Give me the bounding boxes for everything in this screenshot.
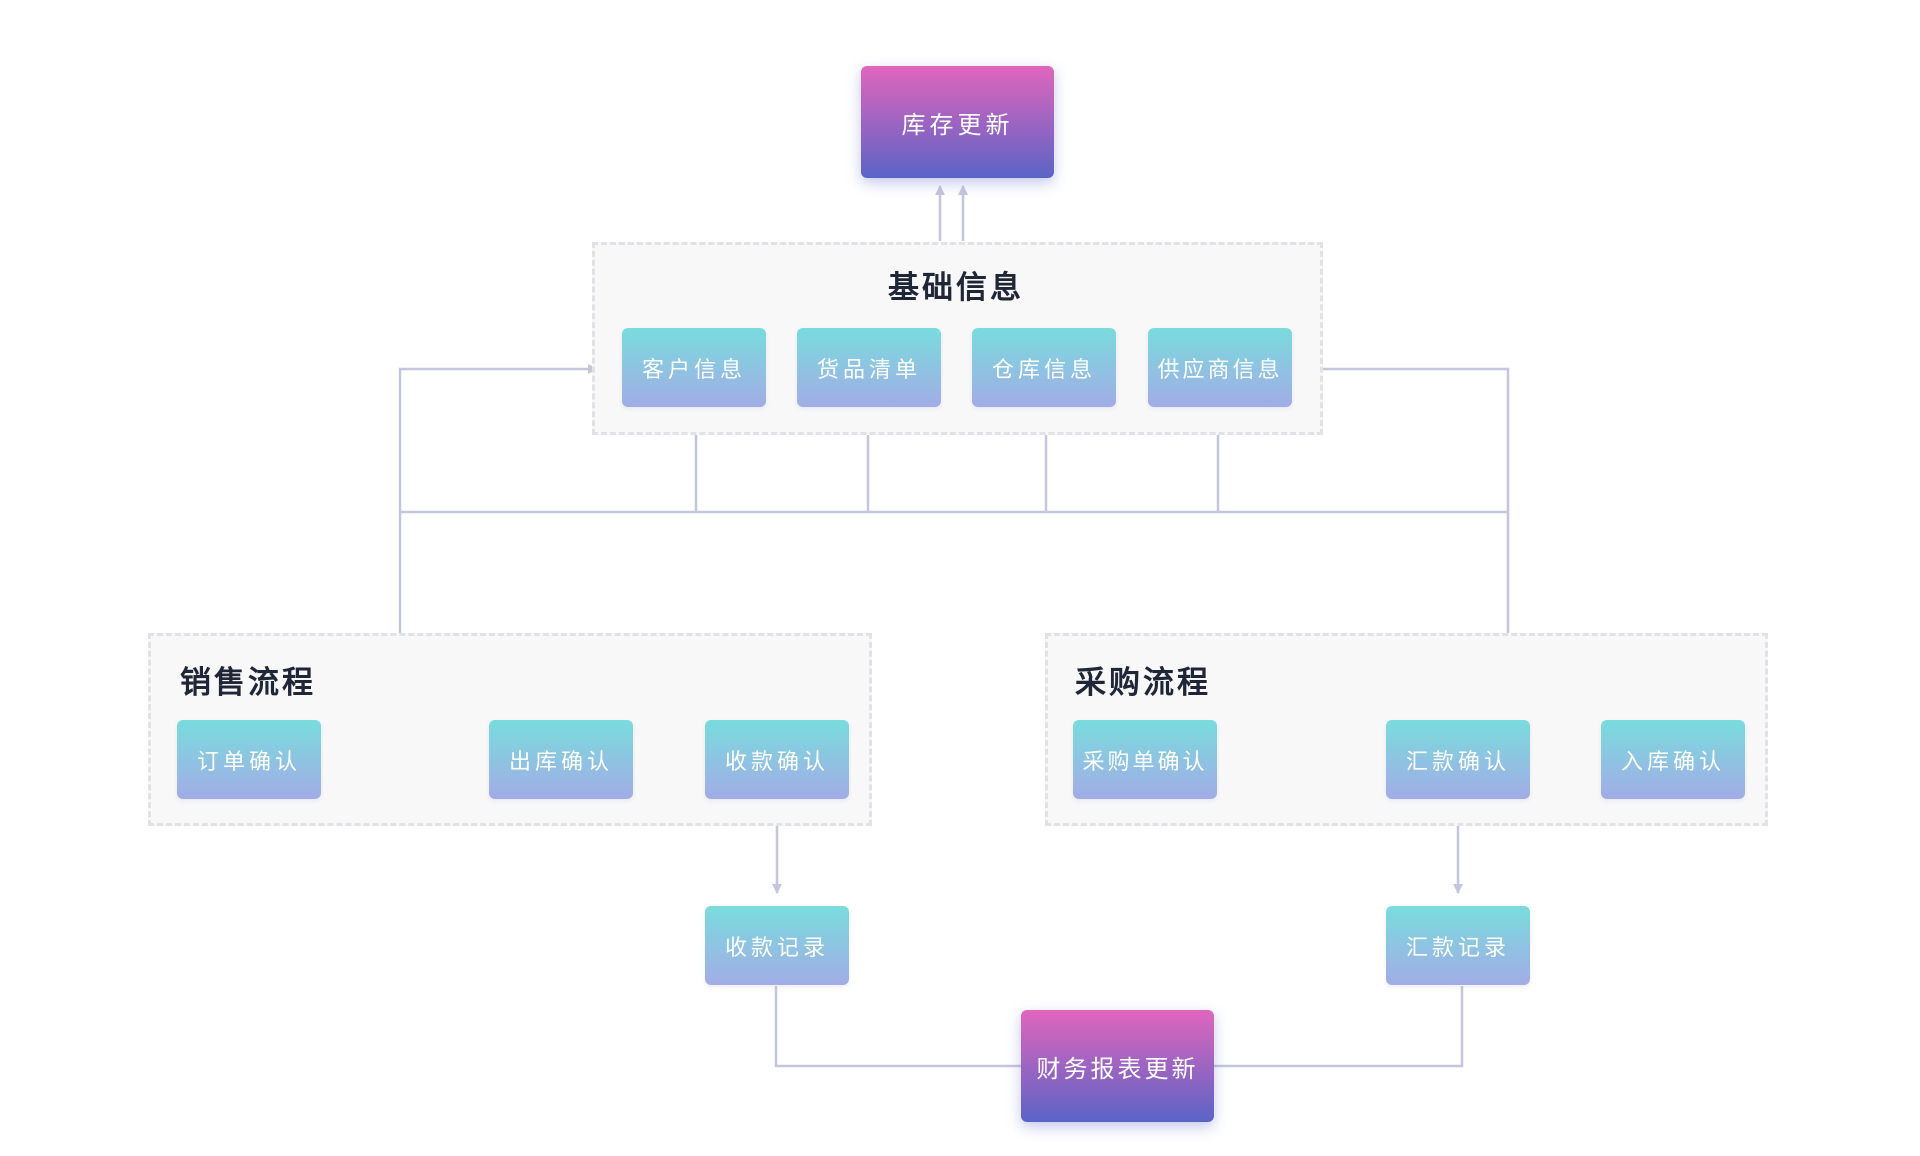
supplier-info-node: 供应商信息 (1148, 328, 1292, 407)
inventory-update-node: 库存更新 (861, 66, 1054, 178)
finance-report-update-node: 财务报表更新 (1021, 1010, 1214, 1122)
connector-payment-record-to-finance (774, 986, 1021, 1068)
inbound-confirm-node: 入库确认 (1601, 720, 1745, 799)
payment-record-node: 收款记录 (705, 906, 849, 985)
warehouse-info-node: 仓库信息 (972, 328, 1116, 407)
remittance-record-node: 汇款记录 (1386, 906, 1530, 985)
purchase-order-confirm-node: 采购单确认 (1073, 720, 1217, 799)
customer-info-node: 客户信息 (622, 328, 766, 407)
outbound-confirm-node: 出库确认 (489, 720, 633, 799)
inventory-update-label: 库存更新 (901, 110, 1014, 139)
finance-report-update-label: 财务报表更新 (1036, 1054, 1199, 1083)
goods-list-node: 货品清单 (797, 328, 941, 407)
sales-process-title: 销售流程 (180, 665, 316, 701)
connector-remit-record-to-finance (1214, 986, 1464, 1068)
payment-confirm-node: 收款确认 (705, 720, 849, 799)
connector-purchase-to-basic-info (1313, 364, 1510, 633)
remittance-confirm-node: 汇款确认 (1386, 720, 1530, 799)
basic-info-title: 基础信息 (888, 270, 1024, 306)
connector-sales-to-basic-info (398, 364, 598, 633)
purchase-process-title: 采购流程 (1075, 665, 1211, 701)
order-confirm-node: 订单确认 (177, 720, 321, 799)
